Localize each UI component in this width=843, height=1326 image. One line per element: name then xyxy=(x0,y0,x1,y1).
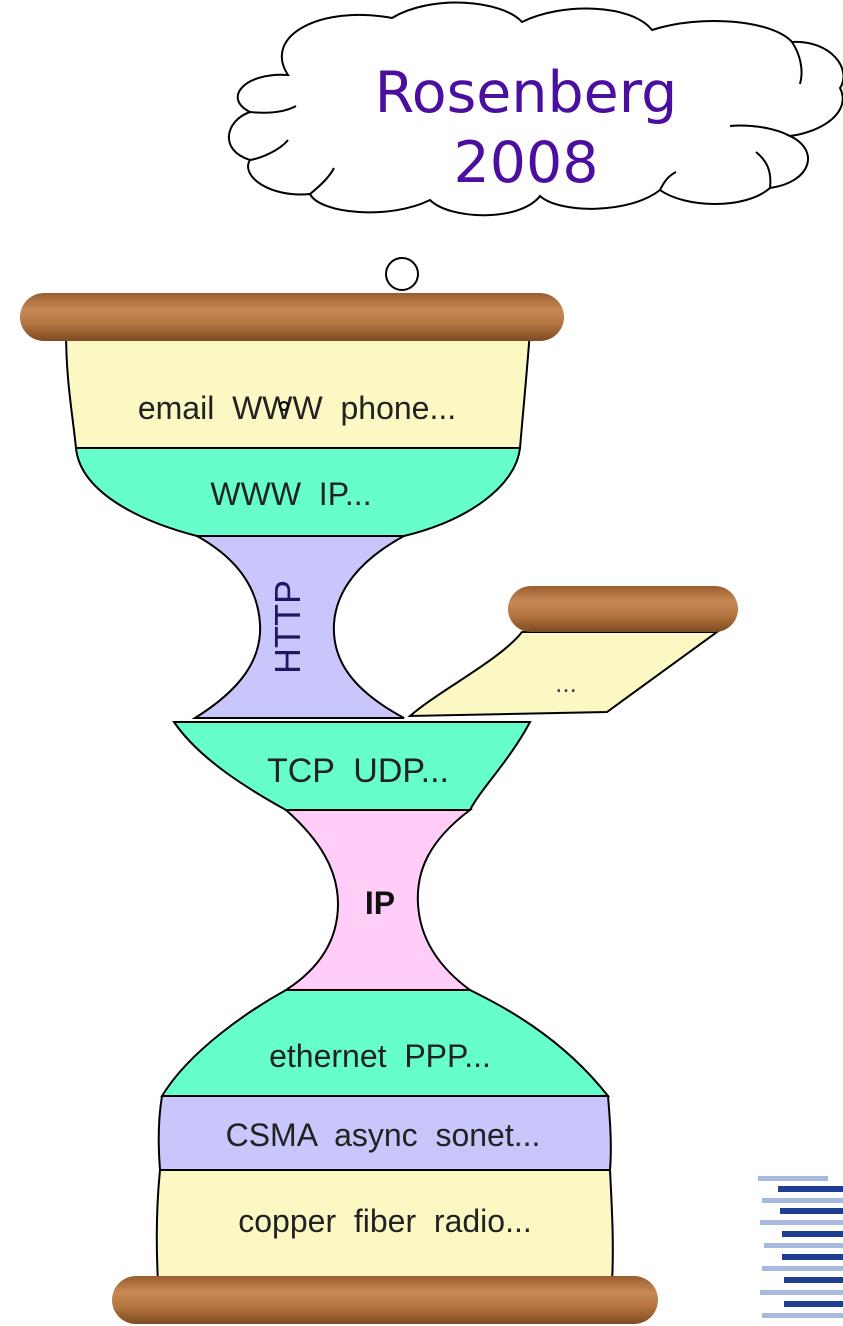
cloud-lobe-line xyxy=(309,167,335,195)
layer-http-shape xyxy=(191,535,405,719)
cloud-lobe-line xyxy=(659,171,677,191)
layer-link-label: ethernet PPP... xyxy=(269,1038,491,1074)
layer-http-label: HTTP xyxy=(267,580,308,674)
thought-text-line2: 2008 xyxy=(453,130,598,196)
layer-applications-label: email WWW phone... xyxy=(138,390,456,426)
thought-bubble-small xyxy=(279,401,289,411)
layer-applications-shape xyxy=(64,329,532,449)
cloud-lobe-line xyxy=(755,151,772,189)
layer-access-label: CSMA async sonet... xyxy=(226,1117,541,1153)
layer-physical-label: copper fiber radio... xyxy=(238,1203,531,1239)
side-branch: ... xyxy=(407,586,738,718)
side-branch-label: ... xyxy=(555,668,577,698)
thought-bubble-large xyxy=(385,257,419,291)
cloud-lobe-line xyxy=(791,41,803,85)
cloud-lobe-line xyxy=(249,139,289,161)
bottom-wood-cap xyxy=(112,1276,658,1324)
hourglass: email WWW phone... WWW IP... HTTP TCP UD… xyxy=(20,293,658,1324)
side-branch-wood-cap xyxy=(508,586,738,632)
layer-app-protocols-label: WWW IP... xyxy=(210,476,371,512)
thought-text-line1: Rosenberg xyxy=(375,60,678,126)
side-branch-shape xyxy=(407,631,721,718)
cloud-lobe-line xyxy=(249,105,297,114)
cloud-shape xyxy=(228,1,843,217)
cloud-lobe-line xyxy=(729,124,791,137)
layer-transport-label: TCP UDP... xyxy=(267,752,449,790)
stacked-lines-logo-icon xyxy=(758,1176,843,1318)
thought-cloud: Rosenberg 2008 xyxy=(228,1,843,217)
top-wood-cap xyxy=(20,293,564,341)
layer-ip-label: IP xyxy=(365,885,395,921)
